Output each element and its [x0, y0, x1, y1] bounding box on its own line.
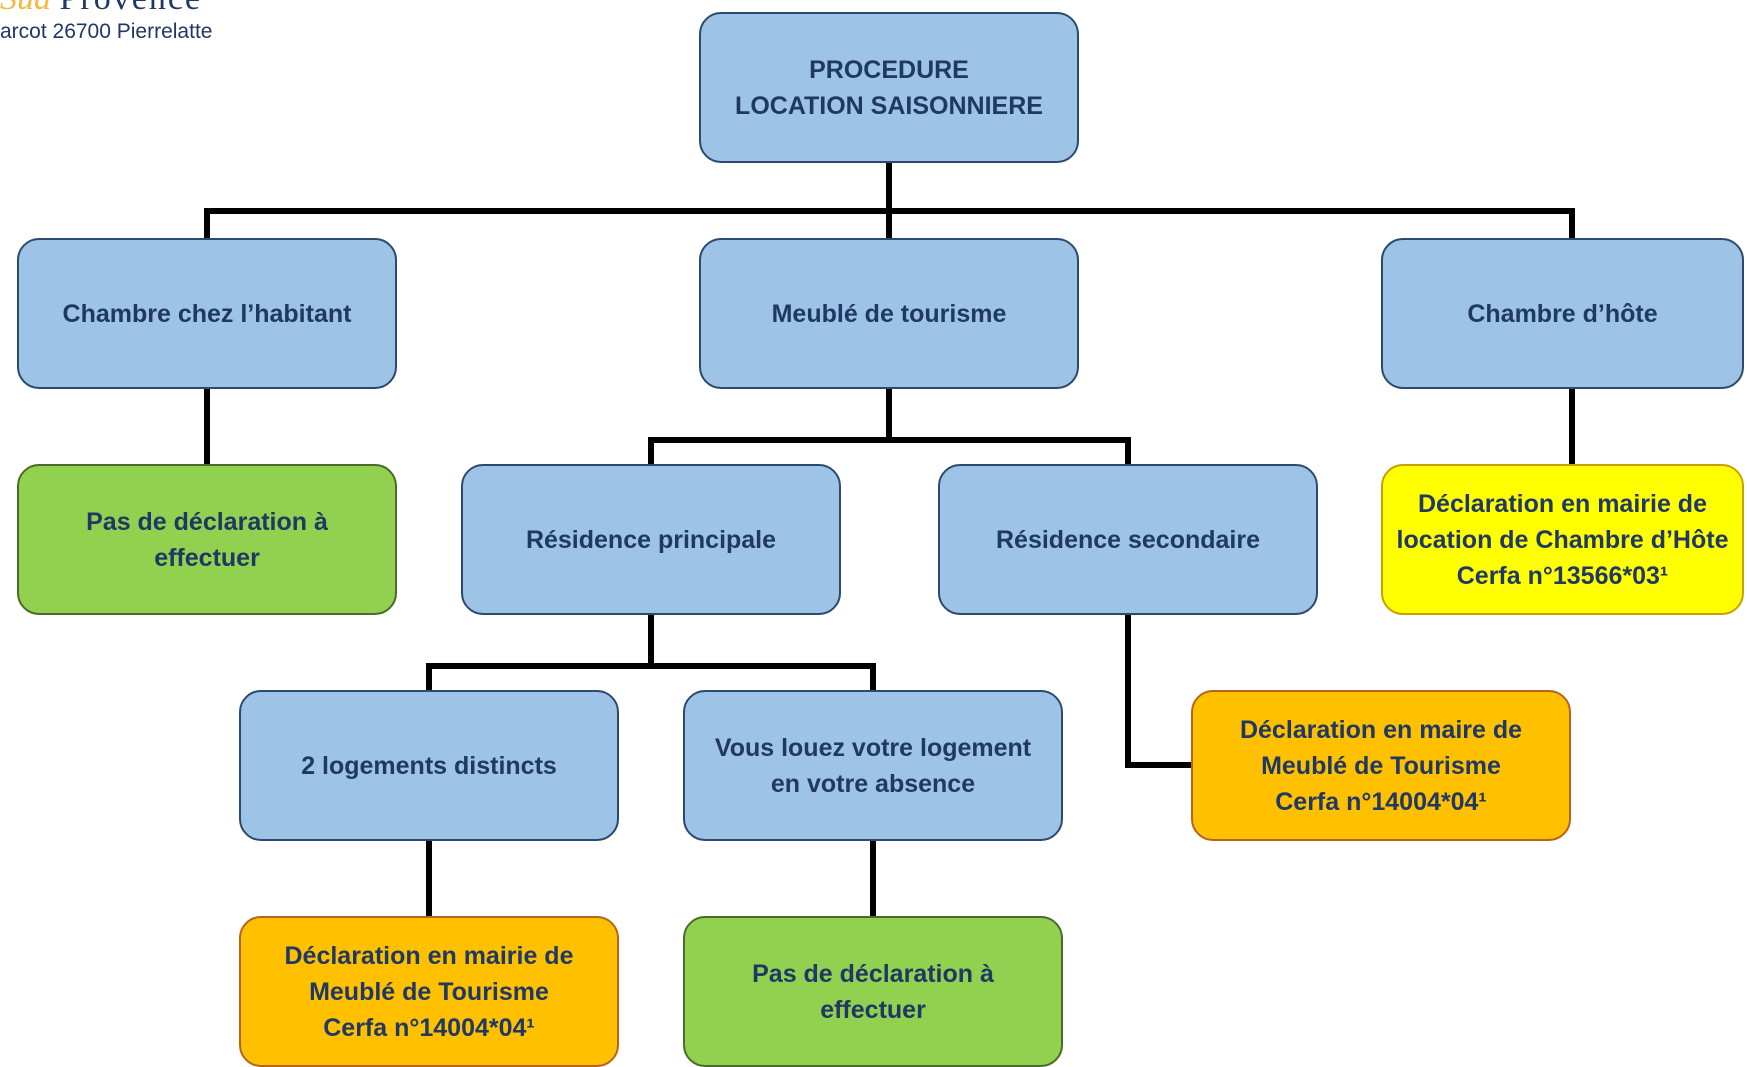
node-declaration-meuble-secondaire: Déclaration en maire de Meublé de Touris… [1191, 690, 1571, 841]
node-chambre-habitant: Chambre chez l’habitant [17, 238, 397, 389]
node-declaration-meuble-principale: Déclaration en mairie de Meublé de Touri… [239, 916, 619, 1067]
node-declaration-chambre-hote: Déclaration en mairie de location de Cha… [1381, 464, 1744, 615]
node-deux-logements: 2 logements distincts [239, 690, 619, 841]
company-logo: Sud Provence [0, 0, 300, 12]
node-meuble-tourisme: Meublé de tourisme [699, 238, 1079, 389]
connector [1125, 611, 1194, 768]
node-pas-declaration-habitant: Pas de déclaration à effectuer [17, 464, 397, 615]
node-vous-louez: Vous louez votre logement en votre absen… [683, 690, 1063, 841]
node-residence-secondaire: Résidence secondaire [938, 464, 1318, 615]
node-residence-principale: Résidence principale [461, 464, 841, 615]
node-chambre-hote: Chambre d’hôte [1381, 238, 1744, 389]
node-pas-declaration-absence: Pas de déclaration à effectuer [683, 916, 1063, 1067]
header-address: arcot 26700 Pierrelatte [0, 20, 213, 43]
node-root-procedure: PROCEDURE LOCATION SAISONNIERE [699, 12, 1079, 163]
